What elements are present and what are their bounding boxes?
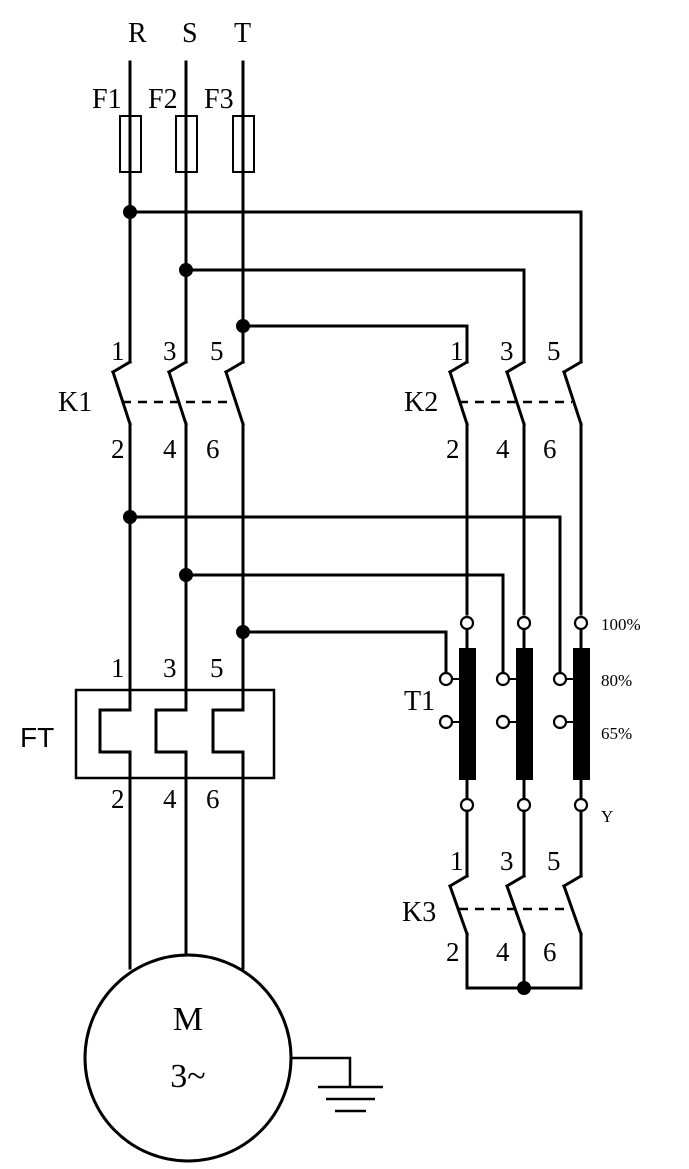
- tap-label-100: 100%: [601, 615, 641, 634]
- junction-dot: [123, 205, 137, 219]
- k2-terminal-1: 1: [450, 336, 464, 366]
- t1-label: T1: [404, 686, 435, 717]
- k2-terminal-4: 4: [496, 434, 510, 464]
- fuse-label-f1: F1: [92, 84, 122, 115]
- ft-terminal-4: 4: [163, 784, 177, 814]
- motor-symbol: M: [173, 1001, 203, 1038]
- k2-terminal-3: 3: [500, 336, 514, 366]
- k3-terminal-1: 1: [450, 846, 464, 876]
- tap-label-80: 80%: [601, 671, 632, 690]
- k3-terminal-6: 6: [543, 937, 557, 967]
- overload-relay-ft: 1 3 5 FT 2 4 6: [20, 653, 276, 814]
- ft-terminal-3: 3: [163, 653, 177, 683]
- junction-dot: [123, 510, 137, 524]
- k1-label: K1: [58, 387, 92, 418]
- neutral-label-y: Y: [601, 807, 613, 826]
- phase-label-t: T: [234, 18, 251, 49]
- k3-terminal-2: 2: [446, 937, 460, 967]
- winding-coil: [516, 648, 533, 780]
- k1-terminal-5: 5: [210, 336, 224, 366]
- terminal-icon: [573, 615, 589, 631]
- motor-m: M 3~: [83, 953, 293, 1163]
- winding-coil: [573, 648, 590, 780]
- fuse-f1: [119, 110, 142, 178]
- k3-terminal-5: 5: [547, 846, 561, 876]
- tap-wires: [130, 515, 562, 672]
- k2-terminal-5: 5: [547, 336, 561, 366]
- k1-terminal-6: 6: [206, 434, 220, 464]
- k3-terminal-4: 4: [496, 937, 510, 967]
- autotransformer-t1: T1 100% 80% 65% Y: [404, 615, 641, 826]
- fuse-label-f3: F3: [204, 84, 234, 115]
- phase-label-r: R: [128, 18, 147, 49]
- terminal-icon: [516, 797, 532, 813]
- motor-type: 3~: [170, 1058, 205, 1095]
- k1-terminal-4: 4: [163, 434, 177, 464]
- k2-terminal-6: 6: [543, 434, 557, 464]
- ft-label: FT: [20, 722, 54, 753]
- k1-terminal-3: 3: [163, 336, 177, 366]
- motor-leads: [128, 776, 245, 970]
- ft-terminal-5: 5: [210, 653, 224, 683]
- contactor-k2: 1 3 5 K2 2 4 6: [404, 336, 584, 464]
- k2-terminal-2: 2: [446, 434, 460, 464]
- contactor-k3: 1 3 5 K3 2 4 6: [402, 846, 584, 995]
- k1-output-lines: [128, 422, 245, 692]
- terminal-icon: [516, 615, 532, 631]
- k1-terminal-1: 1: [111, 336, 125, 366]
- k2-feed-wires: [128, 210, 583, 364]
- terminal-icon: [495, 714, 511, 730]
- fuse-f2: [175, 110, 198, 178]
- terminal-icon: [459, 615, 475, 631]
- phase-label-s: S: [182, 18, 198, 49]
- k1-terminal-2: 2: [111, 434, 125, 464]
- k2-output-lines: [465, 422, 583, 616]
- tap-label-65: 65%: [601, 724, 632, 743]
- terminal-icon: [573, 797, 589, 813]
- fuse-label-f2: F2: [148, 84, 178, 115]
- terminal-icon: [438, 671, 454, 687]
- k3-label: K3: [402, 897, 436, 928]
- k3-input-lines: [465, 809, 583, 878]
- junction-dot: [236, 625, 250, 639]
- contactor-k1: 1 3 5 K1 2 4 6: [58, 336, 246, 464]
- junction-dot: [236, 319, 250, 333]
- terminal-icon: [438, 714, 454, 730]
- terminal-icon: [552, 671, 568, 687]
- k2-label: K2: [404, 387, 438, 418]
- ft-terminal-6: 6: [206, 784, 220, 814]
- junction-dot: [179, 568, 193, 582]
- fuse-f3: [232, 110, 255, 178]
- k3-terminal-3: 3: [500, 846, 514, 876]
- terminal-icon: [552, 714, 568, 730]
- terminal-icon: [459, 797, 475, 813]
- junction-dot: [179, 263, 193, 277]
- ground-icon: [291, 1056, 383, 1113]
- winding-coil: [459, 648, 476, 780]
- star-point-dot: [517, 981, 531, 995]
- terminal-icon: [495, 671, 511, 687]
- ft-terminal-1: 1: [111, 653, 125, 683]
- ft-terminal-2: 2: [111, 784, 125, 814]
